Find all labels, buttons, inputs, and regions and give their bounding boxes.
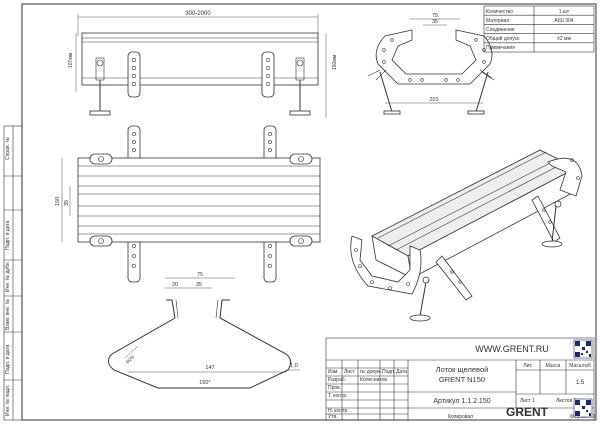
article-number: Артикул 1.1.2.150 <box>433 398 490 405</box>
isometric-view <box>350 149 583 322</box>
dim-profile-20: 20 <box>172 282 178 288</box>
tb-role: Т. контр. <box>328 393 348 399</box>
margin-label: Подп. и дата <box>5 344 11 374</box>
tb-role: Утв. <box>328 414 338 420</box>
website-text: WWW.GRENT.RU <box>475 344 549 354</box>
tb-head: Лист <box>344 369 356 375</box>
tb-head: Подп. <box>382 369 395 375</box>
mass-label: Масса <box>546 363 561 369</box>
prop-label: Материал <box>486 18 509 24</box>
lit-label: Лит. <box>523 363 532 369</box>
prop-label: Количество <box>486 9 513 15</box>
brand-logo: GRENT <box>506 405 549 419</box>
product-model: GRENT N150 <box>439 375 485 384</box>
tb-head: Изм. <box>328 369 339 375</box>
dim-side-35: 35 <box>64 200 70 206</box>
margin-label: Взам. инв. № <box>5 299 11 330</box>
tb-head: Дата <box>396 369 407 375</box>
dim-height-107: 107мм <box>68 52 74 68</box>
prop-label: Общий допуск <box>486 35 520 42</box>
margin-label: Инв. № дубл. <box>5 261 11 292</box>
qr-code-icon <box>573 398 593 418</box>
dim-width-147: 147 <box>205 365 214 371</box>
dim-height-150: 150мм <box>332 54 338 70</box>
dim-length: 300-2000 <box>185 11 211 17</box>
prop-value: ±2 мм <box>557 36 571 42</box>
copied-label: Копировал <box>448 414 473 420</box>
tb-developer: Колесников <box>360 377 387 383</box>
prop-value: 1 шт <box>559 9 570 15</box>
tb-head: № докум. <box>360 369 382 375</box>
dim-radius: R25 <box>125 355 136 366</box>
title-block: WWW.GRENT.RU Изм. Лист № докум. Подп. Да… <box>325 337 595 421</box>
side-view: 300-2000 107мм 150мм <box>68 11 338 118</box>
product-name: Лоток щелевой <box>436 365 489 374</box>
prop-value: AISI 304 <box>554 18 573 24</box>
dim-angle-150: 150° <box>199 380 210 386</box>
prop-label: Соединение <box>486 27 515 33</box>
margin-label: Инв. № подл. <box>5 385 11 416</box>
dim-201: 201 <box>429 97 438 103</box>
tb-role: Пров. <box>328 385 341 391</box>
margin-label: Справ. № <box>5 137 11 160</box>
tb-role: Разраб. <box>328 377 346 383</box>
cross-section-view: 75 20 35 R25 147 150° 1,0 <box>108 272 300 389</box>
dim-35: 35 <box>432 19 438 25</box>
tb-role: Н. контр. <box>328 408 349 414</box>
sheet-label: Лист 1 <box>520 398 535 404</box>
dim-75: 75 <box>432 13 438 19</box>
properties-table: Количество 1 шт Материал AISI 304 Соедин… <box>483 5 595 53</box>
dim-side-150: 150 <box>55 197 61 206</box>
dim-profile-35: 35 <box>196 282 202 288</box>
scale-label: Масштаб <box>569 363 591 369</box>
sheets-label: Листов 1 <box>556 398 577 404</box>
prop-label: Примечания <box>486 45 515 51</box>
qr-code-icon <box>573 339 593 359</box>
scale-value: 1:5 <box>576 380 585 386</box>
plan-view: 150 35 <box>55 125 321 283</box>
dim-thickness: 1,0 <box>290 363 298 369</box>
margin-label: Подп. и дата <box>5 220 11 250</box>
dim-profile-75: 75 <box>197 272 203 278</box>
end-profile-view: 75 35 201 <box>367 13 495 115</box>
